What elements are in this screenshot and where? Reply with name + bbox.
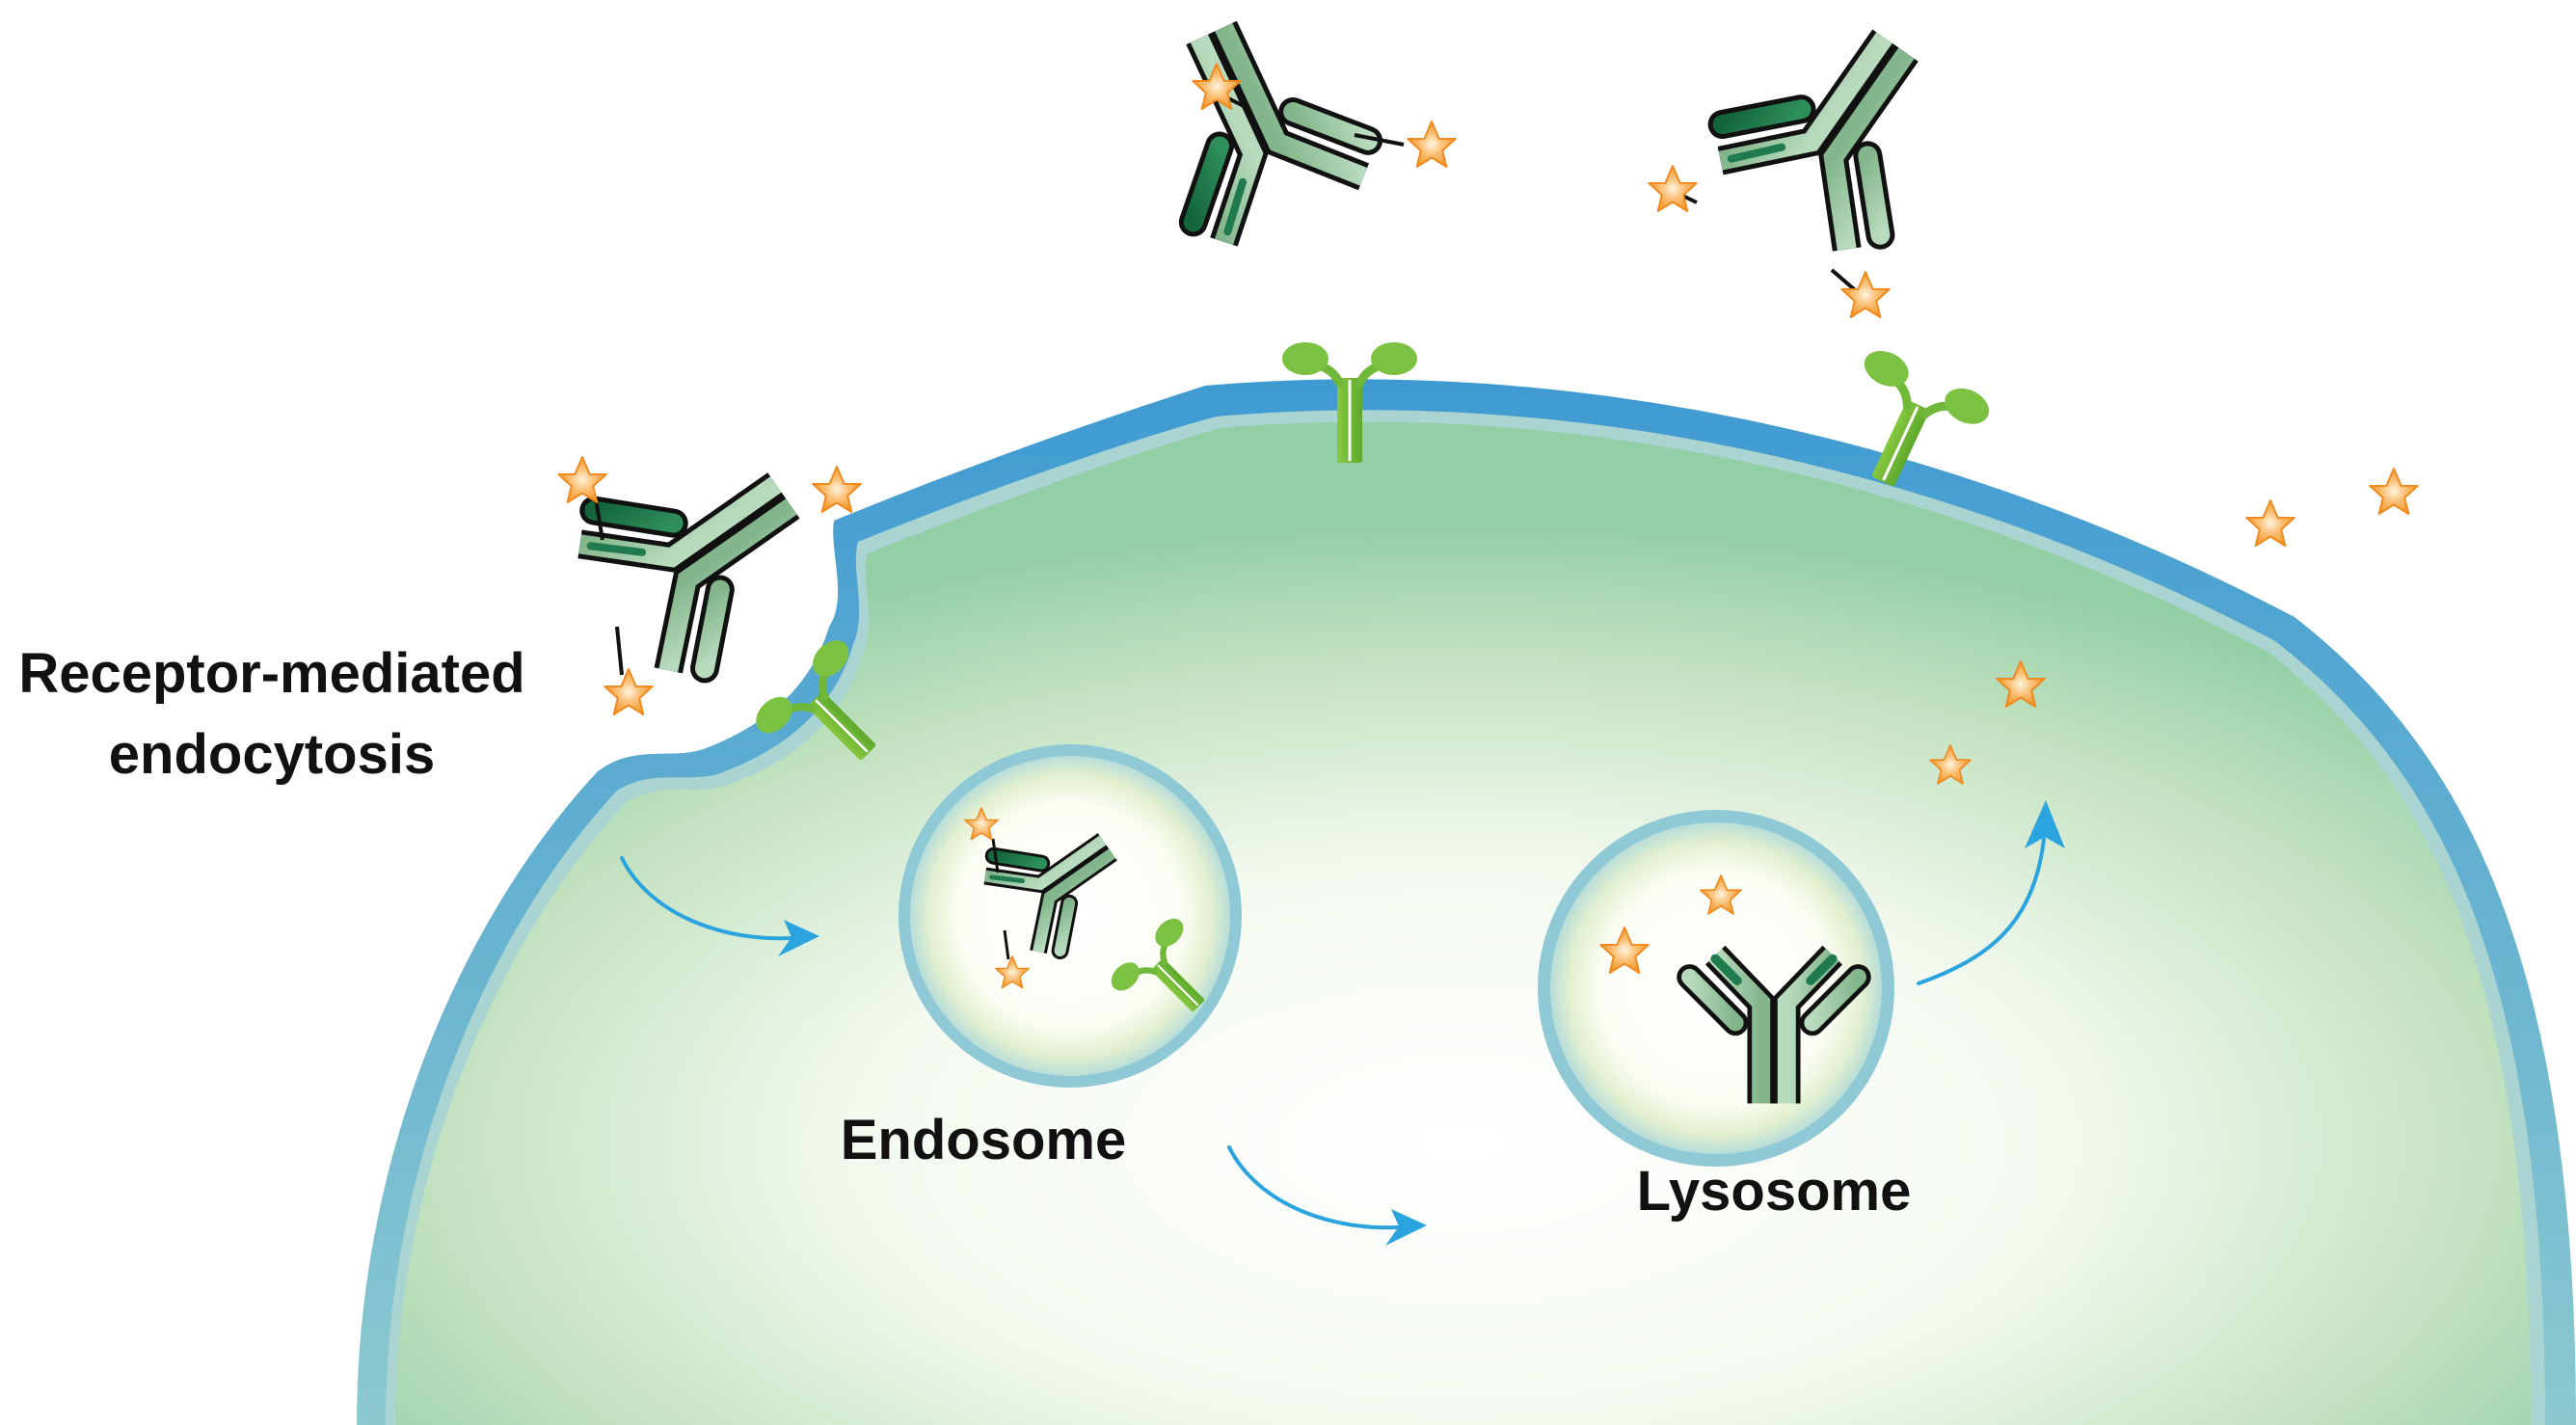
antibody-icon xyxy=(1124,0,1382,250)
label-endocytosis: endocytosis xyxy=(109,723,435,786)
star-icon xyxy=(604,668,654,715)
label-receptor-mediated: Receptor-mediated xyxy=(18,642,524,705)
star-icon xyxy=(2245,499,2295,547)
arrow-icon xyxy=(2025,800,2065,848)
label-endosome: Endosome xyxy=(841,1109,1127,1171)
cell xyxy=(357,379,2576,1425)
endosome xyxy=(899,744,1242,1088)
lysosome xyxy=(1538,810,1894,1167)
star-icon xyxy=(1407,121,1457,168)
endocytosis-complex xyxy=(558,417,911,796)
antibody-icon xyxy=(569,417,839,686)
star-icon xyxy=(2369,468,2419,515)
arrow-release xyxy=(1917,800,2065,985)
antibody-drug-conjugate-top-right xyxy=(1648,0,1974,318)
antibody-drug-conjugate-top-left xyxy=(1124,0,1457,250)
antibody-icon xyxy=(1704,0,1974,260)
label-lysosome: Lysosome xyxy=(1637,1160,1912,1223)
star-icon xyxy=(1648,165,1698,212)
cytoplasm xyxy=(395,421,2531,1425)
star-icon xyxy=(1840,271,1891,318)
star-icon xyxy=(812,466,862,513)
star-icon xyxy=(557,456,607,503)
